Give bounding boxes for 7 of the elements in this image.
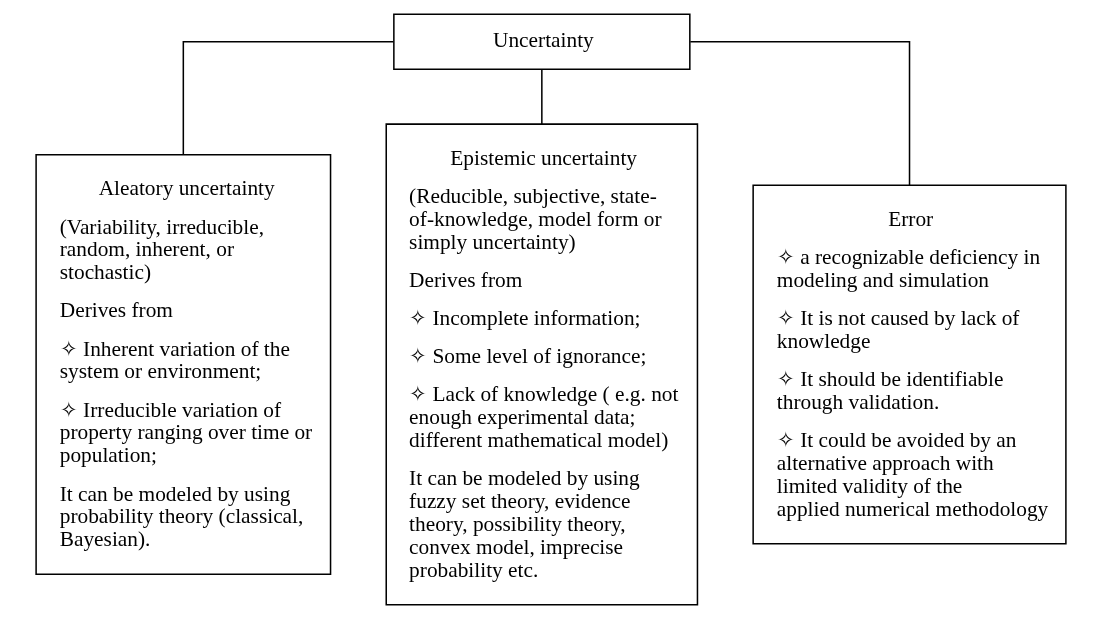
connector [540, 68, 543, 125]
connector [689, 41, 910, 186]
node-box: Epistemic uncertainty (Reducible, subjective, state-of-knowledge, model form or simply uncertainty) Derives from ✧ Incomplete information; ✧ Some level of ignorance; ✧ Lack of knowledge ( e.g. not enough experimental data; different mathematical model) It can be modeled by using fuzzy set theory, evidence theory, possibility theory, convex model, imprecise probability etc. [384, 123, 698, 606]
node-box: Error ✧ a recognizable deficiency in modeling and simulation ✧ It is not caused by lack of knowledge ✧ It should be identifiable through validation. ✧ It could be avoided by an alternative approach with limited validity of the applied numerical methodology [751, 184, 1067, 545]
node-box: Uncertainty [392, 13, 691, 70]
node-box: Aleatory uncertainty (Variability, irreducible, random, inherent, or stochastic) Derives from ✧ Inherent variation of the system or environment; ✧ Irreducible variation of property ranging over time or population; It can be modeled by using probability theory (classical, Bayesian). [34, 153, 331, 575]
connector [182, 41, 394, 156]
